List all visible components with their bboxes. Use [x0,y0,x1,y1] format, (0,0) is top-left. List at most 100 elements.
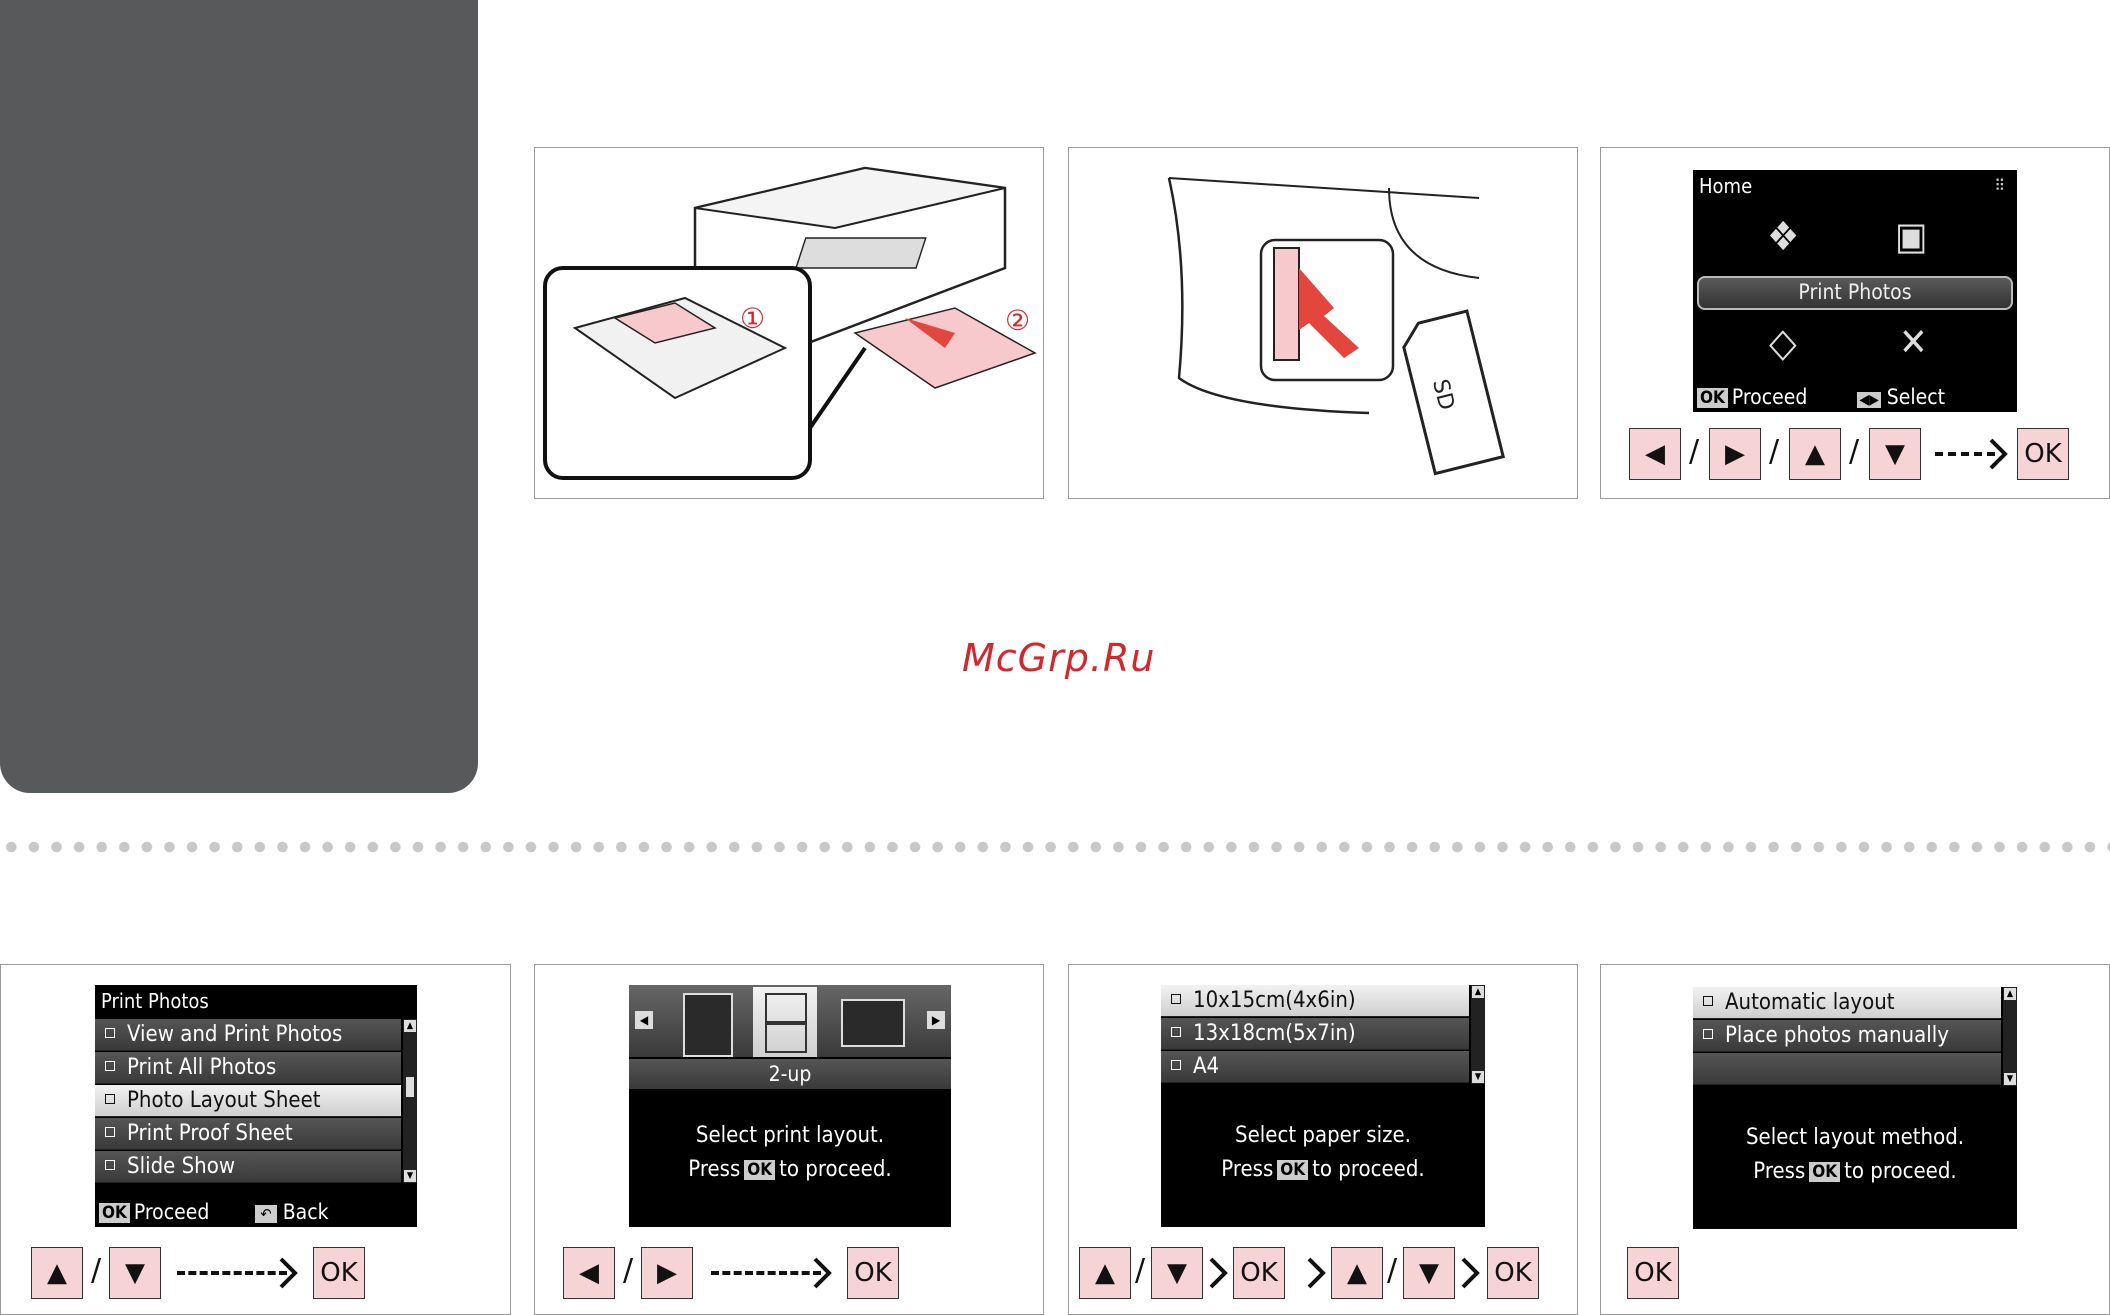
up-button[interactable]: ▲ [31,1247,83,1299]
dashed-arrow [711,1271,821,1279]
side-tab [0,0,478,793]
ok-chip: OK [1697,388,1728,408]
dashed-arrow [1935,452,1995,460]
arrow-head-icon [279,1257,298,1289]
menu-item[interactable]: View and Print Photos [95,1019,401,1051]
down-button[interactable]: ▼ [109,1247,161,1299]
layout-label: 2-up [629,1059,951,1089]
menu-item-selected[interactable]: Photo Layout Sheet [95,1085,401,1117]
slash: / [91,1253,102,1288]
menu-item[interactable]: 13x18cm(5x7in) [1161,1018,1469,1050]
menu-item-selected[interactable]: Automatic layout [1693,987,2001,1019]
copy-icon[interactable]: ❖ [1767,214,1800,260]
network-icon: ⠿ [1994,176,2005,195]
menu-item[interactable]: Slide Show [95,1151,401,1183]
ok-button[interactable]: OK [847,1247,899,1299]
ok-button[interactable]: OK [1627,1247,1679,1299]
panel-paper-size: 10x15cm(4x6in) 13x18cm(5x7in) A4 ▲ ▼ Sel… [1068,964,1578,1315]
instruction-line-1: Select layout method. [1745,1125,1965,1150]
up-button[interactable]: ▲ [1079,1247,1131,1299]
right-button[interactable]: ▶ [641,1247,693,1299]
up-button[interactable]: ▲ [1789,428,1841,480]
right-button[interactable]: ▶ [1709,428,1761,480]
tools-icon[interactable]: ✕ [1899,320,1928,364]
arrow-head-icon [1461,1257,1480,1289]
menu-item[interactable]: A4 [1161,1051,1469,1083]
slash: / [1769,434,1780,469]
selected-label: Print Photos [1697,276,2013,310]
down-button[interactable]: ▼ [1151,1247,1203,1299]
instruction-line-1: Select print layout. [695,1123,885,1148]
menu-item-selected[interactable]: 10x15cm(4x6in) [1161,985,1469,1017]
slash: / [1849,434,1860,469]
menu-item[interactable]: Print All Photos [95,1052,401,1084]
dotted-divider [0,841,2110,853]
scroll-down-icon[interactable]: ▼ [1472,1071,1484,1083]
ok-button[interactable]: OK [2017,428,2069,480]
lcd-paper-size: 10x15cm(4x6in) 13x18cm(5x7in) A4 ▲ ▼ Sel… [1161,985,1485,1227]
lcd-print-photos: Print Photos View and Print Photos Print… [95,985,417,1227]
lcd-layout-method: Automatic layout Place photos manually ▲… [1693,987,2017,1229]
dashed-arrow [177,1271,287,1279]
back-icon: ↶ [255,1205,277,1223]
scroll-right-icon[interactable]: ▶ [927,1011,945,1029]
menu-item[interactable]: Place photos manually [1693,1020,2001,1052]
scrollbar[interactable]: ▲ ▼ [403,1019,417,1183]
layout-thumb-2up-selected[interactable] [753,987,817,1057]
step-marker-2: ② [1005,304,1030,337]
footer-back: Back [282,1200,329,1224]
arrow-head-icon [1209,1257,1228,1289]
menu-item-empty [1693,1053,2001,1085]
scrollbar[interactable]: ▲ ▼ [1471,985,1485,1084]
slash: / [623,1253,634,1288]
ok-chip: OK [744,1160,776,1180]
panel-print-photos-menu: Print Photos View and Print Photos Print… [0,964,511,1315]
scroll-down-icon[interactable]: ▼ [2004,1073,2016,1085]
arrow-head-icon [1307,1257,1326,1289]
printer-paper-illustration: ② ① [543,166,1037,480]
ok-button[interactable]: OK [313,1247,365,1299]
scroll-left-icon[interactable]: ◀ [635,1011,653,1029]
memory-card-illustration: SD [1167,177,1506,476]
instruction-line-1: Select paper size. [1235,1123,1411,1148]
ok-chip: OK [1809,1162,1841,1182]
left-button[interactable]: ◀ [563,1247,615,1299]
layout-thumb-4up[interactable] [683,993,733,1057]
lcd-header: Home [1693,170,2017,202]
panel-load-paper: ② ① [534,147,1044,499]
down-button[interactable]: ▼ [1869,428,1921,480]
watermark: McGrp.Ru [962,636,1156,680]
ok-button[interactable]: OK [1233,1247,1285,1299]
left-button[interactable]: ◀ [1629,428,1681,480]
scroll-up-icon[interactable]: ▲ [404,1020,416,1032]
scroll-up-icon[interactable]: ▲ [1472,986,1484,998]
down-button[interactable]: ▼ [1403,1247,1455,1299]
slash: / [1387,1253,1398,1288]
lcd-header: Print Photos [95,985,417,1017]
footer-select: Select [1886,385,1946,409]
scroll-up-icon[interactable]: ▲ [2004,988,2016,1000]
layout-thumb-4grid[interactable] [841,999,905,1047]
footer-proceed: Proceed [133,1200,210,1224]
menu-item[interactable]: Print Proof Sheet [95,1118,401,1150]
scan-icon[interactable]: ◇ [1769,320,1797,366]
scroll-down-icon[interactable]: ▼ [404,1170,416,1182]
ok-button[interactable]: OK [1487,1247,1539,1299]
up-button[interactable]: ▲ [1331,1247,1383,1299]
scrollbar[interactable]: ▲ ▼ [2003,987,2017,1086]
ok-chip: OK [99,1203,130,1223]
slash: / [1689,434,1700,469]
arrow-head-icon [1989,438,2008,470]
panel-layout-method: Automatic layout Place photos manually ▲… [1600,964,2110,1315]
ok-chip: OK [1277,1160,1309,1180]
camera-icon[interactable]: ▣ [1895,214,1928,258]
scroll-thumb[interactable] [406,1077,414,1097]
